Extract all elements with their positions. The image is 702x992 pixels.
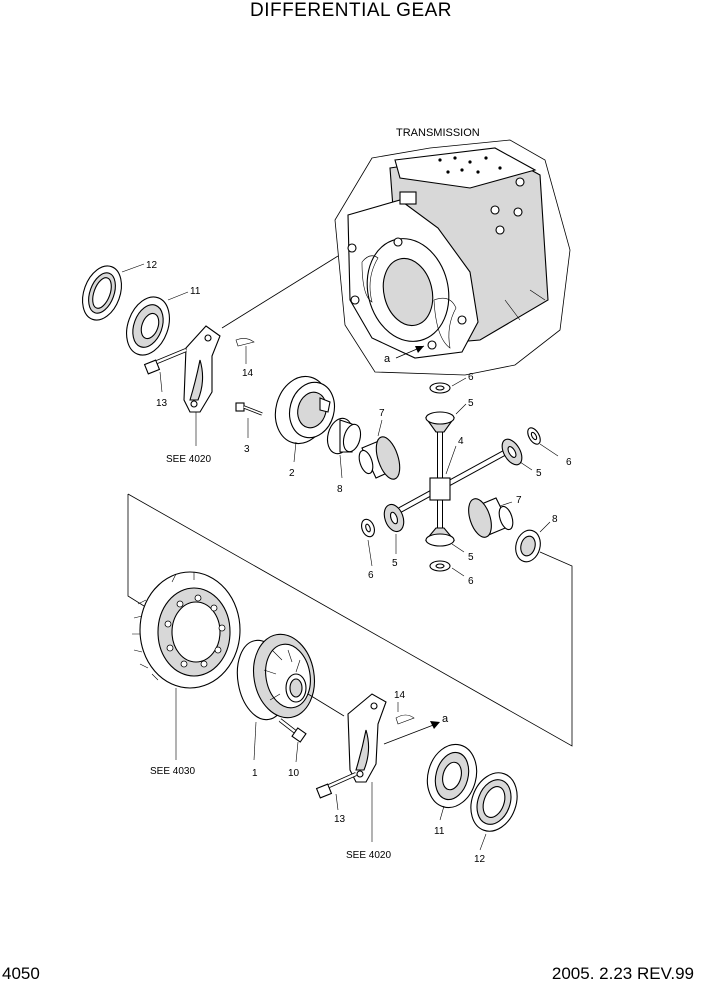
part-8-thrust-washer-left	[326, 417, 362, 455]
label-part-11-top: 11	[190, 286, 201, 297]
label-part-12-bottom: 12	[474, 854, 486, 865]
caption-see-4020-top: SEE 4020	[166, 454, 211, 465]
part-13-bolt-top	[143, 348, 187, 375]
bearing-cap-top	[183, 325, 221, 413]
revision-stamp: 2005. 2.23 REV.99	[551, 964, 694, 983]
part-13-bolt-bottom	[315, 772, 357, 799]
label-part-14-top: 14	[242, 368, 254, 379]
label-part-5-bottom: 5	[468, 552, 474, 563]
ref-a-top: a	[384, 353, 391, 365]
part-12-seal-ring-top	[82, 265, 122, 321]
part-14-pin-bottom	[395, 714, 415, 725]
ref-a-bottom: a	[442, 713, 449, 725]
page-number: 4050	[2, 964, 40, 983]
label-part-5-left: 5	[392, 558, 398, 569]
page-title: DIFFERENTIAL GEAR	[249, 0, 453, 21]
label-part-8-right: 8	[552, 514, 558, 525]
caption-see-4020-bottom: SEE 4020	[346, 850, 391, 861]
label-part-6-bottom: 6	[468, 576, 474, 587]
part-14-pin-top	[235, 338, 255, 347]
caption-transmission: TRANSMISSION	[396, 127, 480, 139]
ring-gear	[132, 571, 241, 689]
label-part-13-bottom: 13	[334, 814, 346, 825]
label-part-7-top: 7	[379, 408, 385, 419]
frame-line-left	[127, 494, 145, 607]
part-7-side-gear-right	[468, 497, 514, 538]
leader-case-cap	[307, 693, 345, 717]
label-part-6-right: 6	[566, 457, 572, 468]
label-part-11-bottom: 11	[434, 826, 445, 837]
part-12-seal-ring-bottom	[470, 772, 518, 832]
part-1-differential-case	[236, 633, 315, 721]
part-3-screw	[235, 402, 263, 416]
frame-line-right	[127, 493, 573, 747]
part-4-spider-cross	[398, 420, 508, 534]
label-part-13-top: 13	[156, 398, 168, 409]
part-11-bearing-top	[126, 296, 170, 356]
label-part-2: 2	[289, 468, 295, 479]
label-part-5-top: 5	[468, 398, 474, 409]
label-part-14-bottom: 14	[394, 690, 406, 701]
label-part-4: 4	[458, 436, 464, 447]
ref-a-arrow-bottom	[383, 723, 437, 745]
label-part-6-left: 6	[368, 570, 374, 581]
label-part-12-top: 12	[146, 260, 158, 271]
leader-housing-cap	[221, 255, 339, 329]
label-part-8-left: 8	[337, 484, 343, 495]
label-part-5-right: 5	[536, 468, 542, 479]
bearing-cap-bottom	[347, 693, 387, 783]
part-8-thrust-washer-right	[515, 529, 541, 563]
label-part-1: 1	[252, 768, 258, 779]
part-10-bolt	[278, 718, 307, 743]
arrow-head-icon	[430, 721, 440, 729]
label-part-10: 10	[288, 768, 300, 779]
part-7-side-gear-top	[358, 436, 401, 480]
part-11-bearing-bottom	[426, 743, 478, 809]
label-part-6-top: 6	[468, 372, 474, 383]
caption-see-4030: SEE 4030	[150, 766, 195, 777]
arrow-head-icon	[415, 346, 424, 353]
label-part-3: 3	[244, 444, 250, 455]
label-part-7-right: 7	[516, 495, 522, 506]
transmission-housing	[334, 139, 571, 376]
part-2-differential-case-half	[274, 375, 336, 445]
